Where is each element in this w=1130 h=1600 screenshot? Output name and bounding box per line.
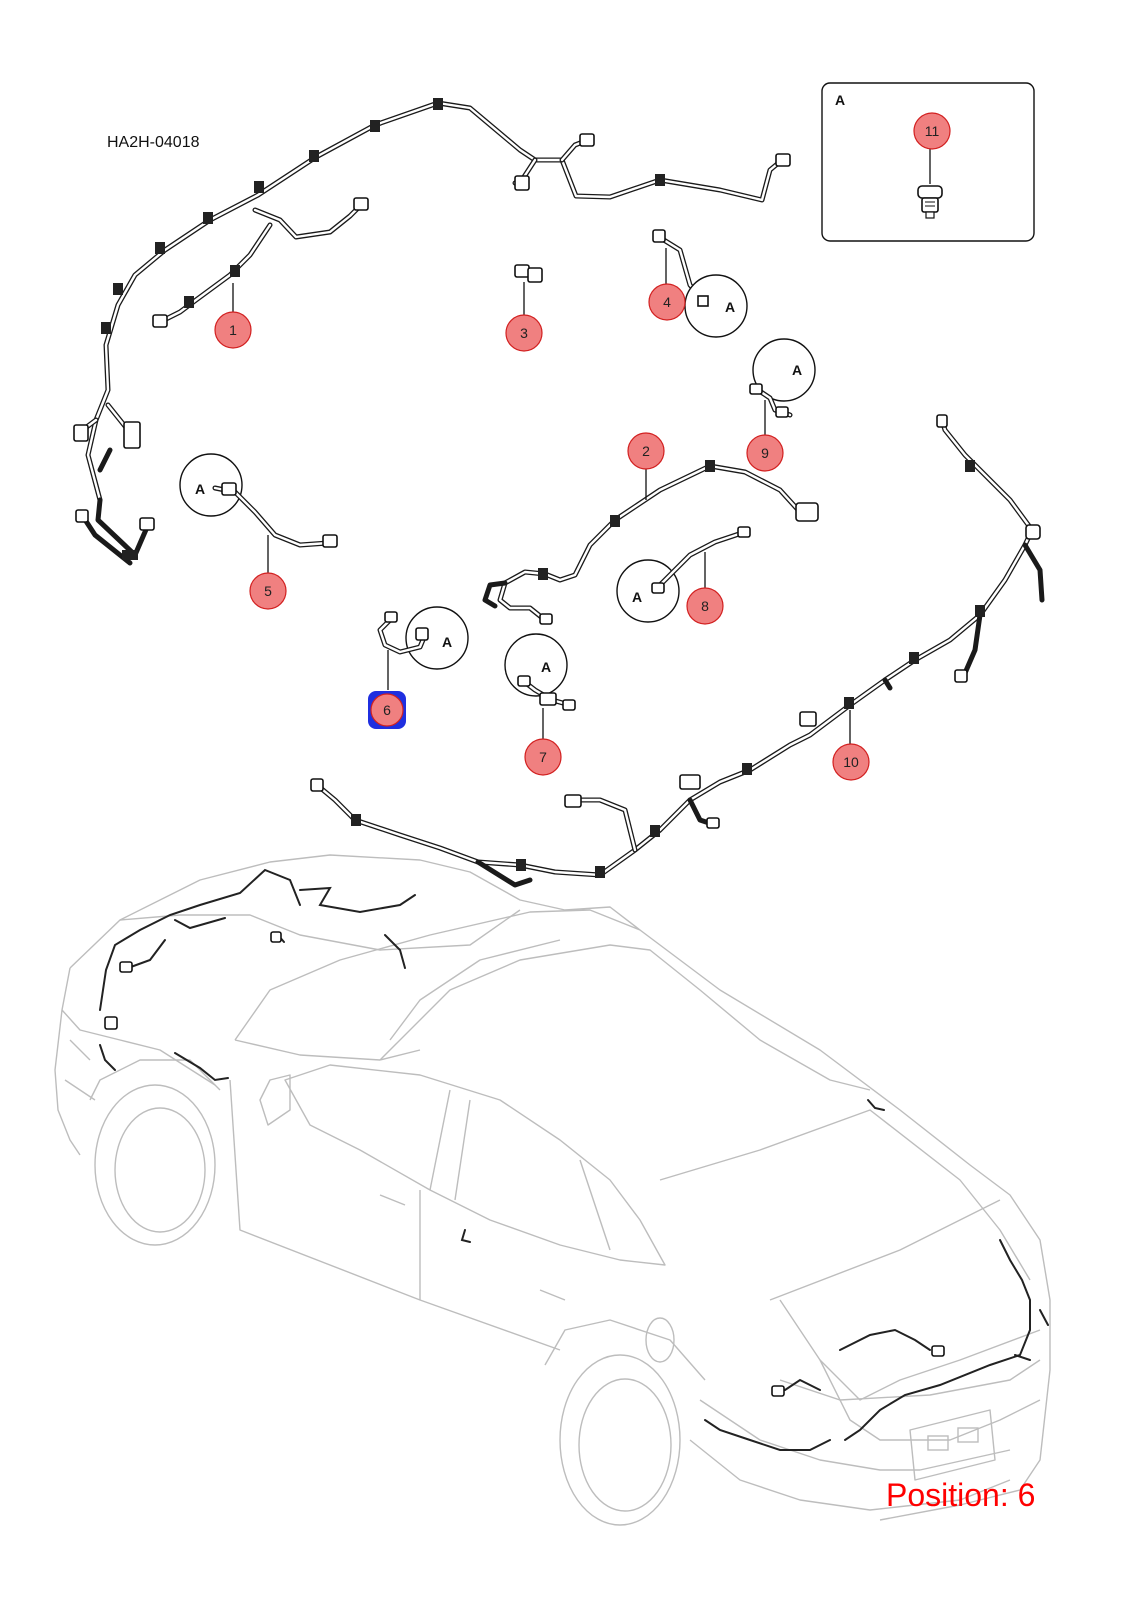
svg-text:A: A bbox=[541, 659, 551, 675]
part-4-cable: A bbox=[652, 229, 748, 338]
callout-1[interactable]: 1 bbox=[214, 311, 252, 349]
callout-6-highlighted[interactable]: 6 bbox=[368, 691, 406, 729]
callout-11[interactable]: 11 bbox=[913, 112, 951, 150]
part-8-cable: A bbox=[616, 526, 751, 623]
svg-text:5: 5 bbox=[264, 583, 272, 599]
svg-text:7: 7 bbox=[539, 749, 547, 765]
vehicle-outline bbox=[54, 854, 1051, 1526]
svg-text:2: 2 bbox=[642, 443, 650, 459]
callout-8[interactable]: 8 bbox=[686, 587, 724, 625]
svg-text:A: A bbox=[725, 299, 735, 315]
svg-text:8: 8 bbox=[701, 598, 709, 614]
part-6-cable: A bbox=[377, 606, 469, 690]
svg-text:A: A bbox=[632, 589, 642, 605]
diagram-code: HA2H-04018 bbox=[107, 134, 200, 151]
clip-icon bbox=[917, 185, 943, 219]
svg-text:10: 10 bbox=[843, 754, 859, 770]
svg-text:9: 9 bbox=[761, 445, 769, 461]
part-7-cable: A bbox=[504, 633, 576, 742]
svg-text:1: 1 bbox=[229, 322, 237, 338]
callout-3[interactable]: 3 bbox=[505, 314, 543, 352]
part-3-connector bbox=[514, 264, 543, 316]
svg-text:A: A bbox=[792, 362, 802, 378]
callout-2[interactable]: 2 bbox=[627, 432, 665, 470]
harness-10 bbox=[310, 414, 1045, 888]
svg-text:6: 6 bbox=[383, 702, 391, 718]
part-9-cable: A bbox=[749, 338, 816, 437]
detail-box-a: A 11 bbox=[821, 82, 1035, 242]
callout-9[interactable]: 9 bbox=[746, 434, 784, 472]
svg-text:11: 11 bbox=[925, 123, 940, 139]
part-5-cable: A bbox=[179, 453, 338, 575]
position-label: Position: 6 bbox=[886, 1477, 1035, 1513]
svg-text:4: 4 bbox=[663, 294, 671, 310]
svg-text:A: A bbox=[442, 634, 452, 650]
harness-2 bbox=[482, 460, 819, 625]
callout-4[interactable]: 4 bbox=[648, 283, 686, 321]
svg-text:A: A bbox=[195, 481, 205, 497]
callout-7[interactable]: 7 bbox=[524, 738, 562, 776]
svg-text:3: 3 bbox=[520, 325, 528, 341]
callout-5[interactable]: 5 bbox=[249, 572, 287, 610]
callout-10[interactable]: 10 bbox=[832, 743, 870, 781]
harness-1 bbox=[73, 98, 791, 566]
vehicle-harness-overlay bbox=[99, 868, 1049, 1451]
detail-box-letter: A bbox=[835, 92, 845, 108]
